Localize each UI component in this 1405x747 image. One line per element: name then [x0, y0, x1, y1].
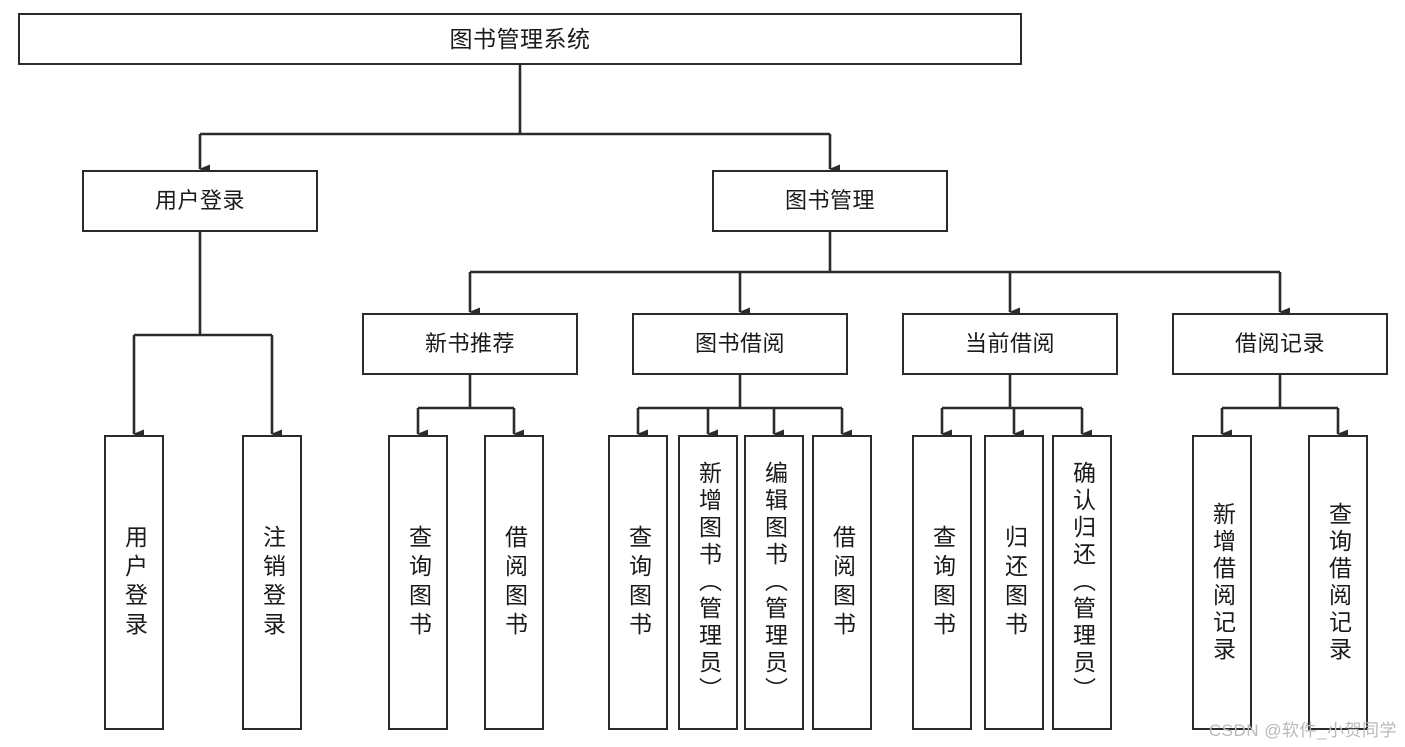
node-label: 新增借阅记录 — [1209, 501, 1236, 664]
node-new-book-recommend[interactable]: 新书推荐 — [362, 313, 578, 375]
node-label: 注销登录 — [259, 524, 286, 641]
node-label: 归还图书 — [1001, 524, 1028, 641]
node-label: 确认归还（管理员） — [1069, 461, 1096, 704]
leaf-query-book-recommend[interactable]: 查询图书 — [388, 435, 448, 730]
leaf-return-book[interactable]: 归还图书 — [984, 435, 1044, 730]
leaf-user-login[interactable]: 用户登录 — [104, 435, 164, 730]
node-label: 新增图书（管理员） — [695, 461, 722, 704]
node-label: 图书借阅 — [694, 331, 785, 357]
leaf-add-book-admin[interactable]: 新增图书（管理员） — [678, 435, 738, 730]
leaf-borrow-book-recommend[interactable]: 借阅图书 — [484, 435, 544, 730]
node-book-borrow[interactable]: 图书借阅 — [632, 313, 848, 375]
node-root-system[interactable]: 图书管理系统 — [18, 13, 1022, 65]
leaf-confirm-return-admin[interactable]: 确认归还（管理员） — [1052, 435, 1112, 730]
leaf-edit-book-admin[interactable]: 编辑图书（管理员） — [744, 435, 804, 730]
node-label: 借阅记录 — [1234, 331, 1325, 357]
node-borrow-record[interactable]: 借阅记录 — [1172, 313, 1388, 375]
node-label: 用户登录 — [154, 188, 245, 214]
node-label: 查询图书 — [625, 524, 652, 641]
node-label: 编辑图书（管理员） — [761, 461, 788, 704]
node-label: 用户登录 — [121, 524, 148, 641]
node-user-login[interactable]: 用户登录 — [82, 170, 318, 232]
leaf-borrow-book-borrow[interactable]: 借阅图书 — [812, 435, 872, 730]
node-label: 当前借阅 — [964, 331, 1055, 357]
leaf-logout-login[interactable]: 注销登录 — [242, 435, 302, 730]
leaf-query-book-current[interactable]: 查询图书 — [912, 435, 972, 730]
node-label: 查询图书 — [405, 524, 432, 641]
leaf-query-borrow-record[interactable]: 查询借阅记录 — [1308, 435, 1368, 730]
leaf-query-book-borrow[interactable]: 查询图书 — [608, 435, 668, 730]
node-book-manage[interactable]: 图书管理 — [712, 170, 948, 232]
node-label: 图书管理 — [784, 188, 875, 214]
node-label: 借阅图书 — [829, 524, 856, 641]
node-label: 借阅图书 — [501, 524, 528, 641]
node-label: 查询借阅记录 — [1325, 501, 1352, 664]
node-label: 新书推荐 — [424, 331, 515, 357]
leaf-add-borrow-record[interactable]: 新增借阅记录 — [1192, 435, 1252, 730]
node-current-borrow[interactable]: 当前借阅 — [902, 313, 1118, 375]
node-label: 查询图书 — [929, 524, 956, 641]
node-label: 图书管理系统 — [449, 25, 591, 52]
